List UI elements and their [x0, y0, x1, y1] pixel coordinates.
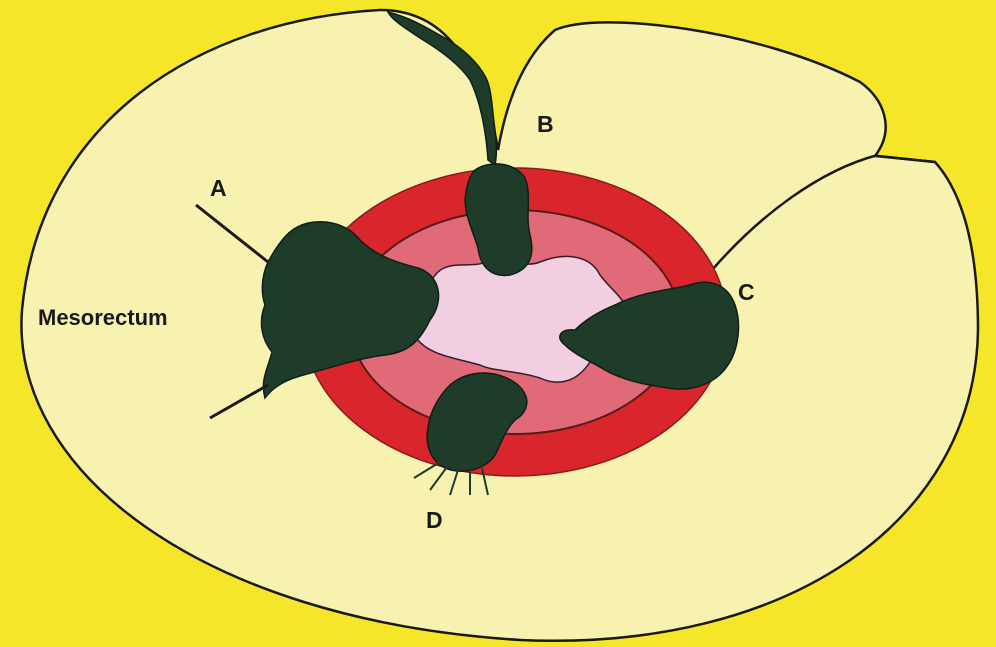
label-a: A — [210, 175, 227, 201]
label-d: D — [426, 507, 443, 533]
label-c: C — [738, 279, 755, 305]
label-b: B — [537, 111, 554, 137]
label-mesorectum: Mesorectum — [38, 305, 168, 330]
